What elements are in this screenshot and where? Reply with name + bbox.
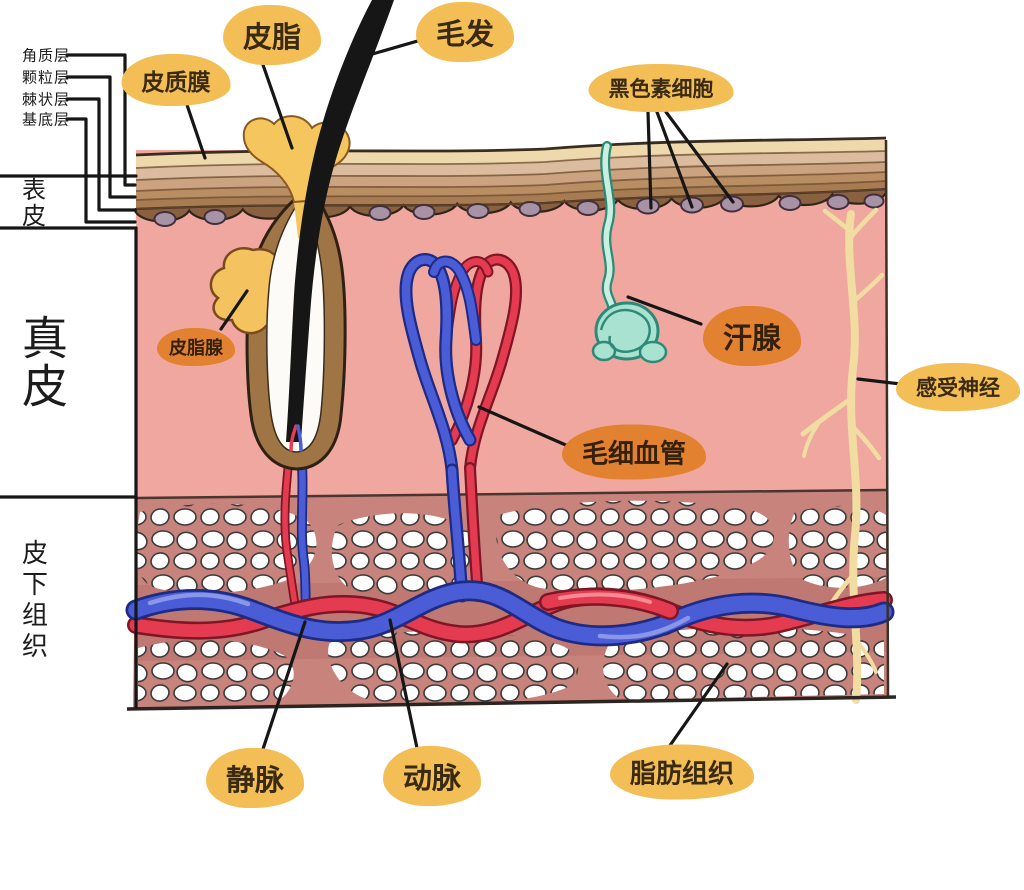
- callout-sebum: 皮脂: [222, 5, 322, 65]
- label-epidermis: 表皮: [17, 177, 46, 229]
- callout-vein: 静脉: [205, 748, 305, 808]
- callout-capillary: 毛细血管: [561, 424, 707, 480]
- callout-sensory-nerve: 感受神经: [896, 363, 1020, 411]
- callout-sweat-gland: 汗腺: [702, 306, 802, 366]
- artery-over-vein-crossing: [539, 587, 679, 620]
- fat-lobules: [135, 500, 886, 706]
- callout-cuticle-membrane: 皮质膜: [121, 54, 231, 106]
- label-basal-layer: 基底层: [21, 110, 71, 129]
- label-subcutaneous: 皮下组织: [17, 539, 48, 663]
- connector-lines: [0, 36, 911, 756]
- dermis-subcutis-boundary: [135, 488, 887, 500]
- sweat-gland-shape: [591, 141, 668, 364]
- label-dermis: 真皮: [15, 314, 69, 410]
- label-stratum-corneum: 角质层: [21, 46, 71, 65]
- callout-hair: 毛发: [415, 2, 515, 62]
- callout-sebaceous-gland: 皮脂腺: [157, 328, 235, 366]
- capillary-loops: [399, 253, 523, 603]
- melanocyte-cells: [153, 193, 885, 227]
- bulb-vessels: [289, 424, 303, 452]
- callout-artery: 动脉: [382, 746, 482, 806]
- callout-fat-tissue: 脂肪组织: [609, 744, 755, 800]
- callout-melanocytes: 黑色素细胞: [588, 64, 734, 112]
- vein-vessel: [125, 580, 895, 647]
- block-outline: [126, 139, 897, 711]
- label-spinous-layer: 棘状层: [21, 90, 71, 109]
- hair-shaft: [286, 0, 394, 442]
- follicle-vessels: [280, 445, 311, 611]
- label-granular-layer: 颗粒层: [21, 68, 71, 87]
